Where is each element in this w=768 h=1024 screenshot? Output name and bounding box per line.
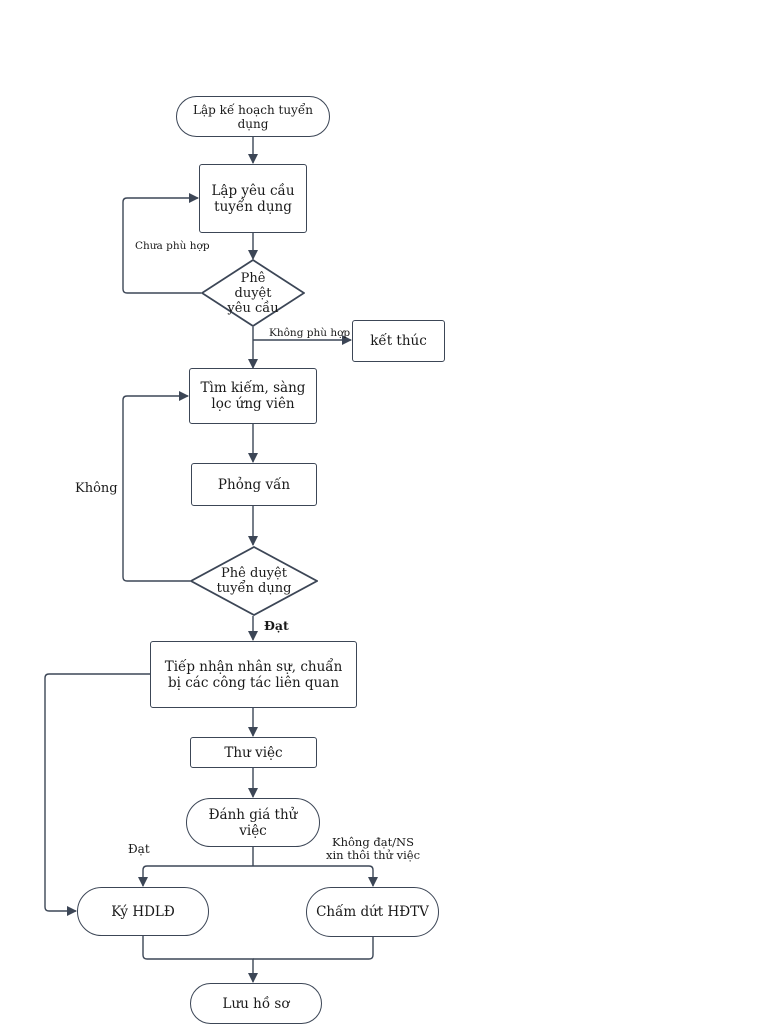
node-search-label: Tìm kiếm, sàng lọc ứng viên: [200, 380, 306, 412]
node-start-label: Lập kế hoạch tuyển dụng: [193, 102, 313, 131]
edge-evaluate-split: [142, 847, 374, 885]
label-pass-eval: Đạt: [128, 842, 150, 856]
label-not-suitable-exit: Không phù hợp: [269, 327, 351, 339]
label-fail-eval: Không đạt/NS xin thôi thử việc: [325, 835, 421, 862]
decision-approve-request-label: Phê duyệt yêu cầu: [227, 270, 279, 316]
node-evaluate: Đánh giá thử việc: [186, 798, 320, 847]
label-not-suitable-loop: Chưa phù hợp: [135, 240, 210, 252]
node-terminate: Chấm dứt HĐTV: [306, 887, 439, 937]
node-sign-label: Ký HDLĐ: [111, 903, 175, 920]
decision-approve-hire-label: Phê duyệt tuyển dụng: [216, 566, 292, 596]
decision-approve-hire: Phê duyệt tuyển dụng: [190, 546, 318, 616]
node-onboard-label: Tiếp nhận nhân sự, chuẩn bị các công tác…: [164, 658, 343, 691]
node-archive-label: Lưu hồ sơ: [222, 995, 290, 1012]
edge-approve-loop-back: [122, 193, 201, 294]
edge-hire-loop-back: [122, 391, 190, 582]
label-no: Không: [75, 481, 118, 496]
node-start: Lập kế hoạch tuyển dụng: [176, 96, 330, 137]
node-probation: Thư việc: [190, 737, 317, 768]
node-end-label: kết thúc: [370, 333, 427, 349]
node-sign: Ký HDLĐ: [77, 887, 209, 936]
node-probation-label: Thư việc: [224, 744, 283, 761]
label-pass: Đạt: [264, 618, 289, 633]
node-request-label: Lập yêu cầu tuyển dụng: [211, 182, 295, 215]
node-interview: Phỏng vấn: [191, 463, 317, 506]
node-search: Tìm kiếm, sàng lọc ứng viên: [189, 368, 317, 424]
node-archive: Lưu hồ sơ: [190, 983, 322, 1024]
edge-onboard-to-sign: [44, 673, 150, 916]
node-end: kết thúc: [352, 320, 445, 362]
decision-approve-request: Phê duyệt yêu cầu: [201, 259, 305, 327]
node-evaluate-label: Đánh giá thử việc: [208, 806, 298, 839]
edge-sign-to-archive: [142, 936, 258, 983]
edge-terminate-to-archive: [253, 937, 374, 960]
node-request: Lập yêu cầu tuyển dụng: [199, 164, 307, 233]
node-interview-label: Phỏng vấn: [217, 476, 291, 493]
node-onboard: Tiếp nhận nhân sự, chuẩn bị các công tác…: [150, 641, 357, 708]
node-terminate-label: Chấm dứt HĐTV: [316, 904, 429, 920]
